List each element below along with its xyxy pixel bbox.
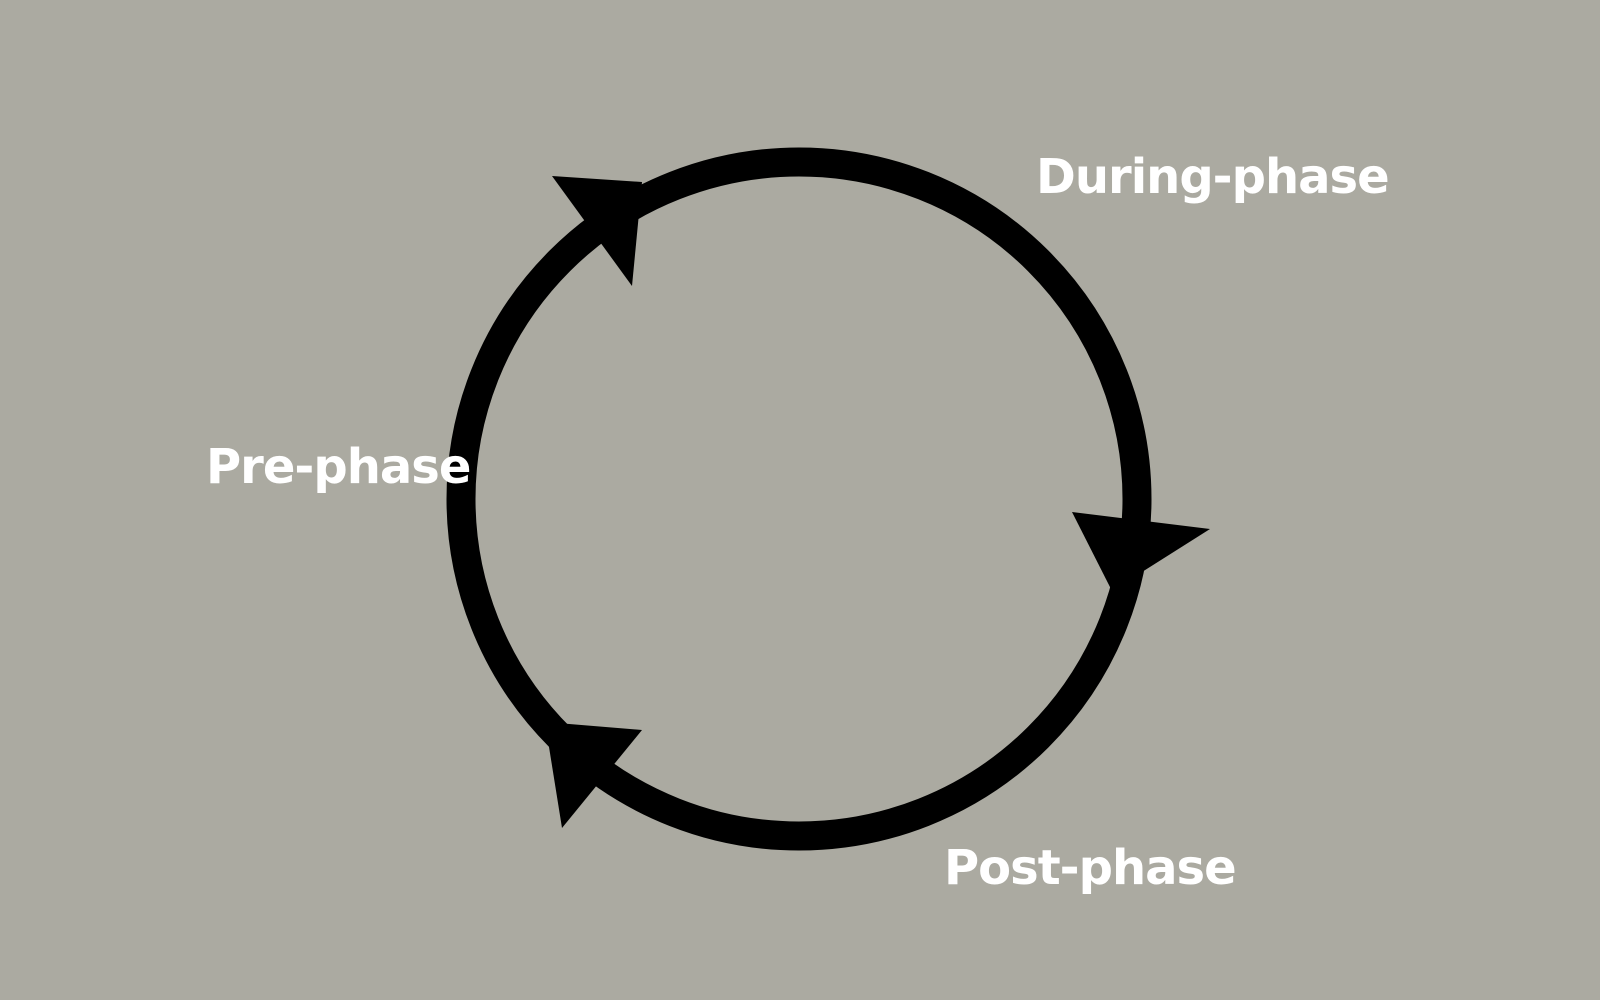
during-phase-label: During-phase	[1036, 149, 1390, 205]
arrowhead-top-left	[552, 176, 642, 286]
arrowhead-right	[1072, 512, 1210, 591]
post-phase-label: Post-phase	[944, 840, 1237, 896]
cycle-ring	[446, 147, 1152, 851]
pre-phase-label: Pre-phase	[206, 439, 471, 495]
arrowhead-bottom-left	[545, 722, 642, 828]
